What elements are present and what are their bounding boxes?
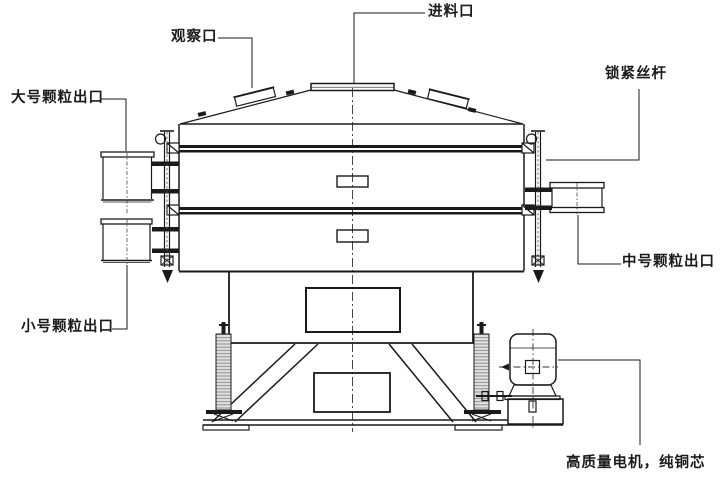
lid-clamp-tabs bbox=[197, 89, 477, 117]
label-locking-screw: 锁紧丝杆 bbox=[605, 66, 667, 82]
hopper-window-upper bbox=[305, 287, 401, 333]
label-observation-port: 观察口 bbox=[171, 29, 218, 45]
base-window bbox=[313, 372, 391, 413]
foot-pad-left bbox=[202, 424, 250, 431]
label-large-outlet: 大号颗粒出口 bbox=[11, 90, 104, 106]
strut-right bbox=[388, 343, 477, 423]
base-frame bbox=[202, 343, 563, 431]
spring-right bbox=[464, 322, 501, 422]
locking-rod-right bbox=[525, 130, 552, 283]
foot-pad-right bbox=[454, 424, 503, 431]
leader-large-outlet bbox=[100, 98, 127, 151]
label-feed-inlet: 进料口 bbox=[428, 4, 475, 20]
leader-feed-inlet bbox=[353, 12, 425, 83]
motor-foot bbox=[508, 384, 557, 397]
leader-locking-screw bbox=[546, 89, 640, 161]
lid-cone bbox=[179, 82, 524, 125]
clamp-hook-left bbox=[154, 133, 167, 145]
deck-handle-lower bbox=[336, 229, 369, 243]
motor bbox=[476, 329, 564, 429]
leader-medium-outlet bbox=[577, 215, 621, 265]
outlet-medium-particle bbox=[549, 181, 605, 214]
clamp-ring-lower bbox=[172, 207, 531, 215]
clamp-hook-right bbox=[525, 133, 538, 145]
outlet-large-particle bbox=[100, 151, 155, 215]
observation-port-left bbox=[233, 86, 277, 107]
sieve-body bbox=[166, 124, 535, 273]
outlet-small-particle bbox=[100, 218, 153, 264]
clamp-ring-upper bbox=[172, 145, 531, 153]
label-motor: 高质量电机，纯铜芯 bbox=[566, 455, 706, 471]
discharge-hopper bbox=[228, 272, 474, 344]
locking-rod-left bbox=[152, 130, 179, 283]
leader-small-outlet bbox=[112, 265, 128, 330]
leader-motor bbox=[558, 359, 641, 445]
leader-lines bbox=[100, 12, 641, 445]
label-small-outlet: 小号颗粒出口 bbox=[21, 319, 114, 335]
deck-handle-upper bbox=[336, 175, 369, 188]
label-medium-outlet: 中号颗粒出口 bbox=[622, 254, 715, 270]
observation-port-right bbox=[426, 88, 470, 109]
spring-left bbox=[206, 322, 242, 422]
leader-observation-port bbox=[218, 37, 253, 88]
